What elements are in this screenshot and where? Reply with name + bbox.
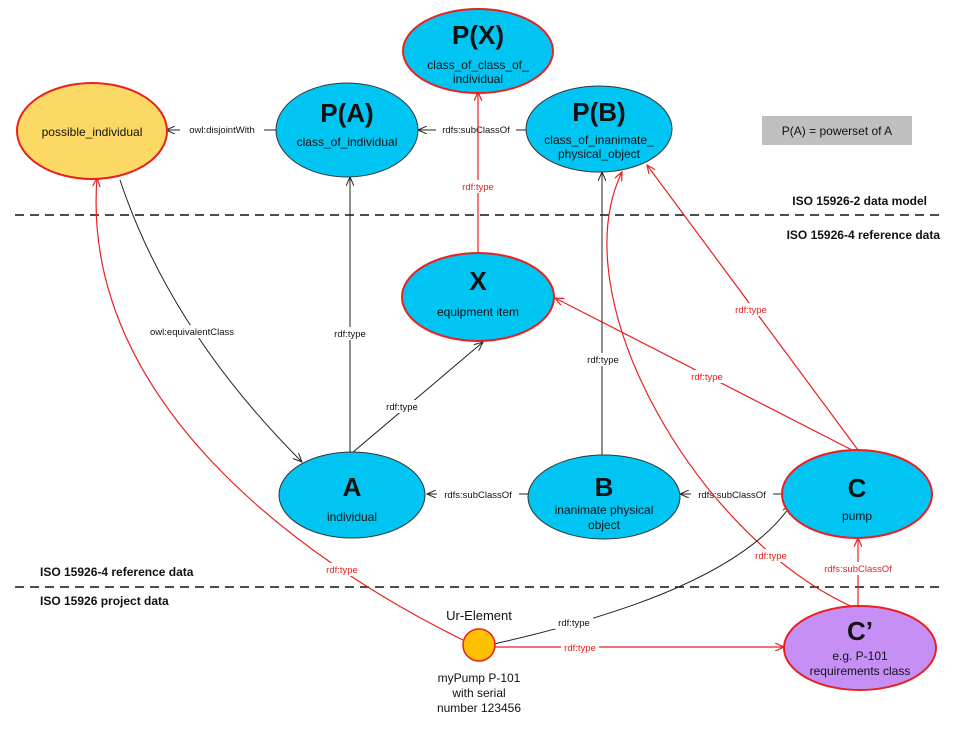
node-c[interactable]: C pump: [781, 449, 933, 539]
node-c-sub1: pump: [842, 509, 872, 523]
edge-a-pa-label: rdf:type: [334, 329, 366, 340]
node-x[interactable]: X equipment item: [401, 252, 555, 342]
edge-a-x-label: rdf:type: [386, 402, 418, 413]
node-px-sub1: class_of_class_of_: [427, 58, 529, 72]
edge-cp-pb-label-bg: [752, 549, 790, 562]
node-a[interactable]: A individual: [278, 451, 426, 539]
node-px[interactable]: P(X) class_of_class_of_ individual: [402, 8, 554, 94]
node-b-shape: [527, 454, 681, 540]
node-c-prime[interactable]: C’ e.g. P-101 requirements class: [783, 605, 937, 691]
edge-b-pb-label-bg: [584, 353, 622, 366]
edge-c-x-label: rdf:type: [691, 372, 723, 383]
edge-ur-c-label: rdf:type: [558, 618, 590, 629]
node-pa-sub1: class_of_individual: [297, 135, 398, 149]
node-b-title: B: [595, 472, 614, 502]
edge-b-a-label-bg: [437, 488, 519, 501]
node-x-sub1: equipment item: [437, 305, 519, 319]
node-pa-shape: [275, 82, 419, 178]
edge-a-x: [351, 342, 483, 454]
node-x-title: X: [469, 266, 487, 296]
node-pb-title: P(B): [572, 97, 625, 127]
node-possible-shape: [16, 82, 168, 180]
node-c-prime-title: C’: [847, 616, 873, 646]
edge-c-x-label-bg: [688, 370, 726, 383]
layer-label-reference-data-bottom: ISO 15926-4 reference data: [40, 565, 194, 579]
node-px-shape: [402, 8, 554, 94]
node-b-sub1: inanimate physical: [555, 503, 654, 517]
edge-ur-c-label-bg: [555, 616, 593, 629]
node-x-shape: [401, 252, 555, 342]
edge-equivalent-label-bg: [144, 325, 242, 338]
edge-c-pb-label: rdf:type: [735, 305, 767, 316]
node-a-sub1: individual: [327, 510, 377, 524]
node-pb-shape: [525, 85, 673, 173]
edge-ur-possible-label-bg: [323, 563, 361, 576]
node-px-sub2: individual: [453, 72, 503, 86]
ur-element-line2: with serial: [451, 686, 505, 700]
edge-equivalent: [119, 179, 302, 462]
node-ur-element[interactable]: Ur-Element myPump P-101 with serial numb…: [437, 608, 521, 715]
edge-x-px-label: rdf:type: [462, 182, 494, 193]
node-pa-title: P(A): [320, 98, 373, 128]
edge-disjoint-label: owl:disjointWith: [189, 125, 254, 136]
legend-box: P(A) = powerset of A: [762, 116, 912, 145]
edge-ur-cp-label-bg: [561, 641, 599, 654]
node-a-shape: [278, 451, 426, 539]
node-pb-sub2: physical_object: [558, 147, 641, 161]
edge-cp-pb-label: rdf:type: [755, 551, 787, 562]
edge-ur-possible: [96, 178, 464, 641]
node-px-title: P(X): [452, 20, 504, 50]
edge-b-a-label: rdfs:subClassOf: [444, 490, 512, 501]
node-c-title: C: [848, 473, 867, 503]
edge-c-b-label-bg: [691, 488, 773, 501]
node-b-sub2: object: [588, 518, 621, 532]
node-b[interactable]: B inanimate physical object: [527, 454, 681, 540]
edge-disjoint-label-bg: [180, 123, 264, 136]
edge-cp-pb: [606, 172, 856, 609]
layer-label-data-model: ISO 15926-2 data model: [792, 194, 927, 208]
ur-element-circle: [462, 628, 496, 662]
edge-equivalent-label: owl:equivalentClass: [150, 327, 234, 338]
edge-pb-pa-label: rdfs:subClassOf: [442, 125, 510, 136]
node-pb-sub1: class_of_inanimate_: [544, 133, 654, 147]
node-c-prime-sub2: requirements class: [810, 664, 911, 678]
edge-ur-c: [493, 505, 791, 645]
edge-x-px-label-bg: [460, 180, 496, 193]
edge-a-x-label-bg: [383, 400, 421, 413]
node-c-prime-sub1: e.g. P-101: [832, 649, 888, 663]
ur-element-title: Ur-Element: [446, 608, 512, 623]
legend-box-bg: [762, 116, 912, 145]
node-pa[interactable]: P(A) class_of_individual: [275, 82, 419, 178]
layer-label-reference-data-top: ISO 15926-4 reference data: [787, 228, 941, 242]
node-c-shape: [781, 449, 933, 539]
node-possible[interactable]: possible_individual: [16, 82, 168, 180]
legend-text: P(A) = powerset of A: [782, 124, 892, 138]
edge-cp-c-label: rdfs:subClassOf: [824, 564, 892, 575]
edge-a-pa-label-bg: [331, 327, 369, 340]
edge-c-pb-label-bg: [732, 303, 770, 316]
edge-ur-possible-label: rdf:type: [326, 565, 358, 576]
ur-element-line1: myPump P-101: [438, 671, 521, 685]
edge-cp-c-label-bg: [818, 562, 898, 575]
edge-ur-cp-label: rdf:type: [564, 643, 596, 654]
node-c-prime-shape: [783, 605, 937, 691]
edge-b-pb-label: rdf:type: [587, 355, 619, 366]
edge-c-b-label: rdfs:subClassOf: [698, 490, 766, 501]
ur-element-line3: number 123456: [437, 701, 521, 715]
node-possible-label: possible_individual: [42, 125, 143, 139]
layer-label-project-data: ISO 15926 project data: [40, 594, 169, 608]
node-pb[interactable]: P(B) class_of_inanimate_ physical_object: [525, 85, 673, 173]
edge-pb-pa-label-bg: [436, 123, 516, 136]
node-a-title: A: [343, 472, 362, 502]
